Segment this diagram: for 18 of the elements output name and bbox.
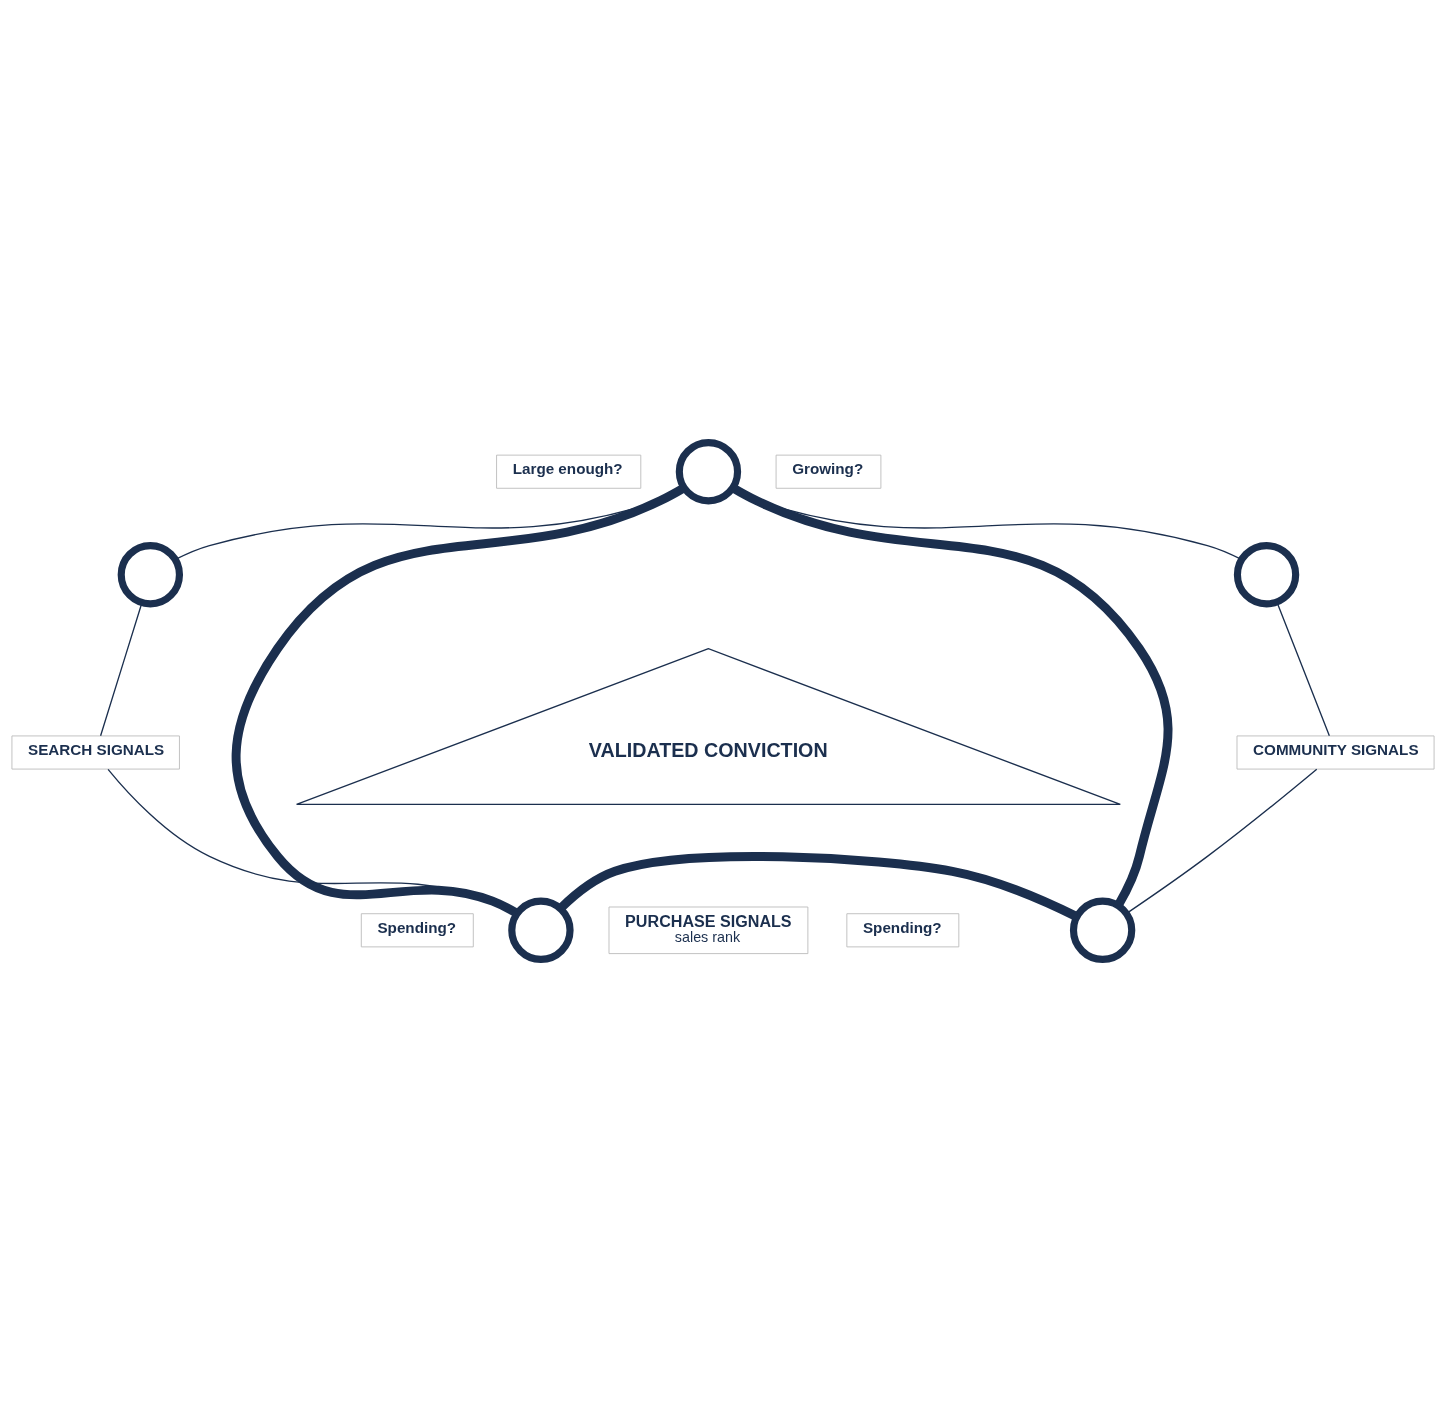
connector bbox=[1126, 768, 1318, 914]
node-circle bbox=[1233, 542, 1300, 608]
connector bbox=[1276, 601, 1330, 737]
node-circle bbox=[675, 439, 742, 505]
node-box: Spending? bbox=[846, 913, 960, 948]
node-circle bbox=[1069, 897, 1136, 963]
node-box: Large enough? bbox=[496, 454, 642, 489]
connector bbox=[231, 484, 687, 918]
connector bbox=[730, 484, 1173, 908]
node-circle bbox=[117, 542, 184, 608]
connector bbox=[557, 852, 1079, 921]
connector bbox=[99, 602, 143, 737]
node-box: Spending? bbox=[360, 913, 474, 948]
node-box: Growing? bbox=[775, 454, 882, 489]
node-circle bbox=[508, 897, 574, 963]
node-box: SEARCH SIGNALS bbox=[11, 735, 180, 770]
node-box: COMMUNITY SIGNALS bbox=[1236, 735, 1435, 770]
node-box: PURCHASE SIGNALS sales rank bbox=[608, 906, 809, 955]
